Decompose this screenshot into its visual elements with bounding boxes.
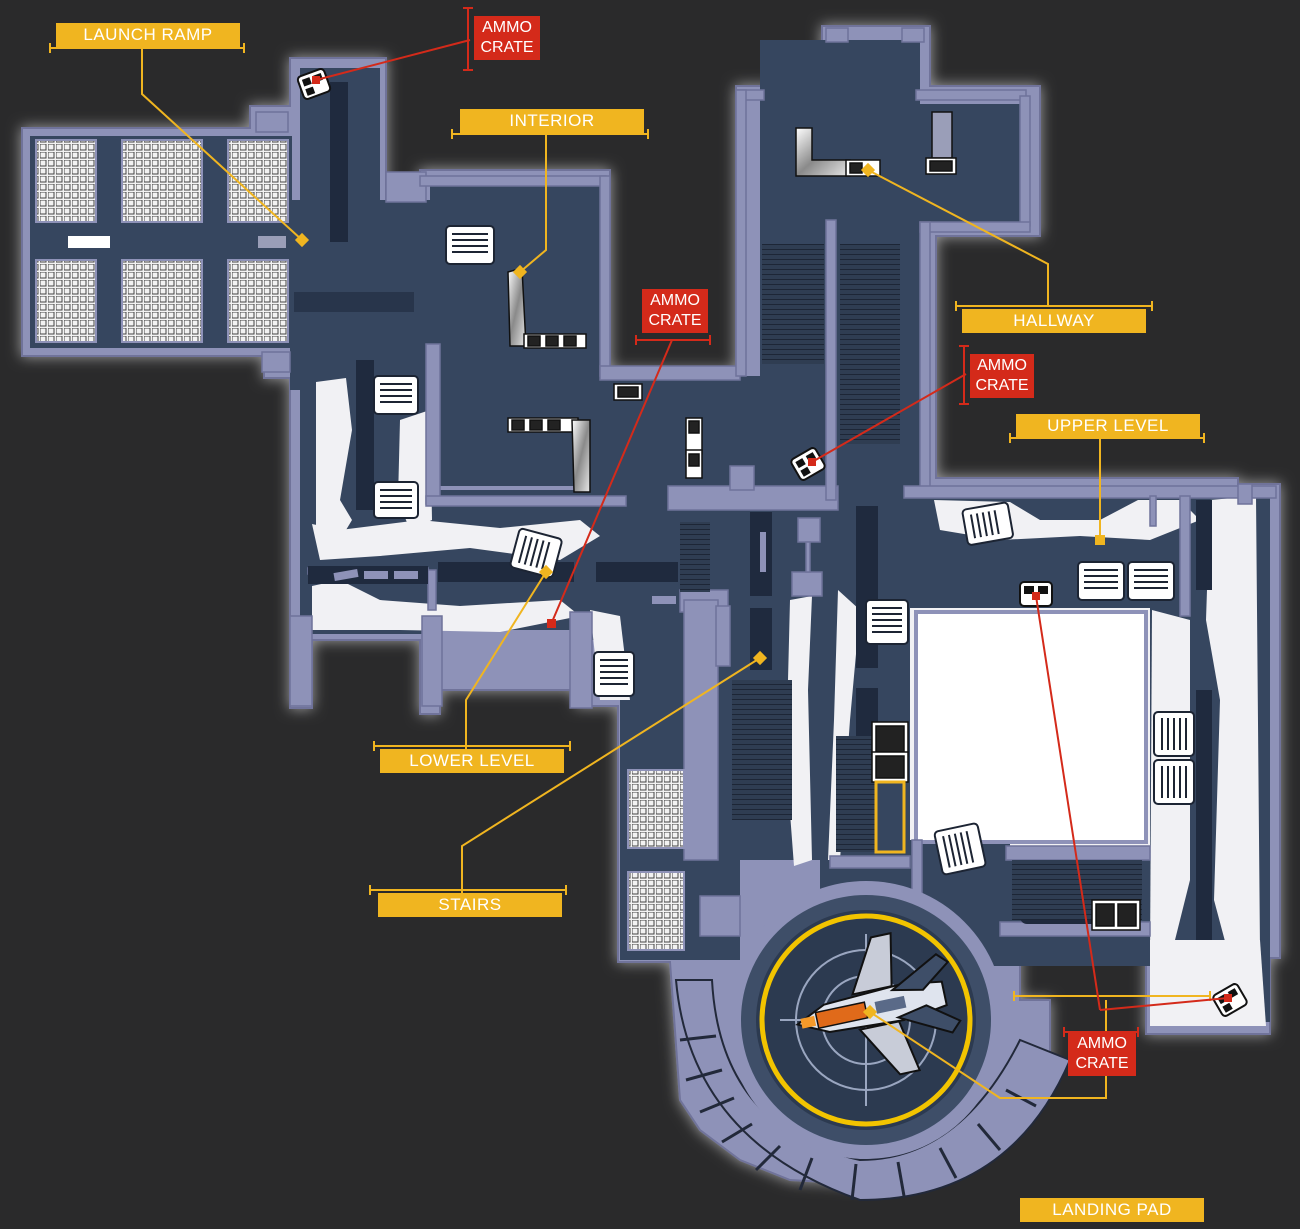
ammo-markers [312, 76, 1232, 1002]
barriers [507, 111, 1141, 931]
label-interior: INTERIOR [460, 109, 644, 133]
area-leader-lines [49, 43, 1211, 1099]
label-ammo-crate: AMMO CRATE [642, 289, 708, 333]
ammo-label-line2: CRATE [480, 39, 534, 56]
hangar-block [914, 610, 1148, 844]
ammo-label-line2: CRATE [648, 312, 702, 329]
ship-icon [795, 931, 962, 1076]
label-hallway: HALLWAY [962, 309, 1146, 333]
ammo-label-line1: AMMO [650, 292, 700, 309]
inner-walls [255, 27, 1277, 971]
crate-stack-icon [373, 225, 1195, 876]
label-ammo-crate: AMMO CRATE [474, 16, 540, 60]
stairwells [680, 244, 1142, 920]
ammo-label-line1: AMMO [977, 357, 1027, 374]
label-stairs: STAIRS [378, 893, 562, 917]
label-ammo-crate: AMMO CRATE [970, 354, 1034, 398]
ammo-label-line1: AMMO [1077, 1035, 1127, 1052]
ammo-label-line1: AMMO [482, 19, 532, 36]
label-landing-pad: LANDING PAD [1020, 1198, 1204, 1222]
ammo-label-line2: CRATE [1075, 1055, 1129, 1072]
label-lower-level: LOWER LEVEL [380, 749, 564, 773]
area-markers [294, 162, 1105, 1020]
ammo-leader-lines [315, 7, 1229, 1037]
ammo-label-line2: CRATE [975, 377, 1029, 394]
label-upper-level: UPPER LEVEL [1016, 414, 1200, 438]
label-ammo-crate: AMMO CRATE [1068, 1032, 1136, 1076]
label-launch-ramp: LAUNCH RAMP [56, 23, 240, 47]
